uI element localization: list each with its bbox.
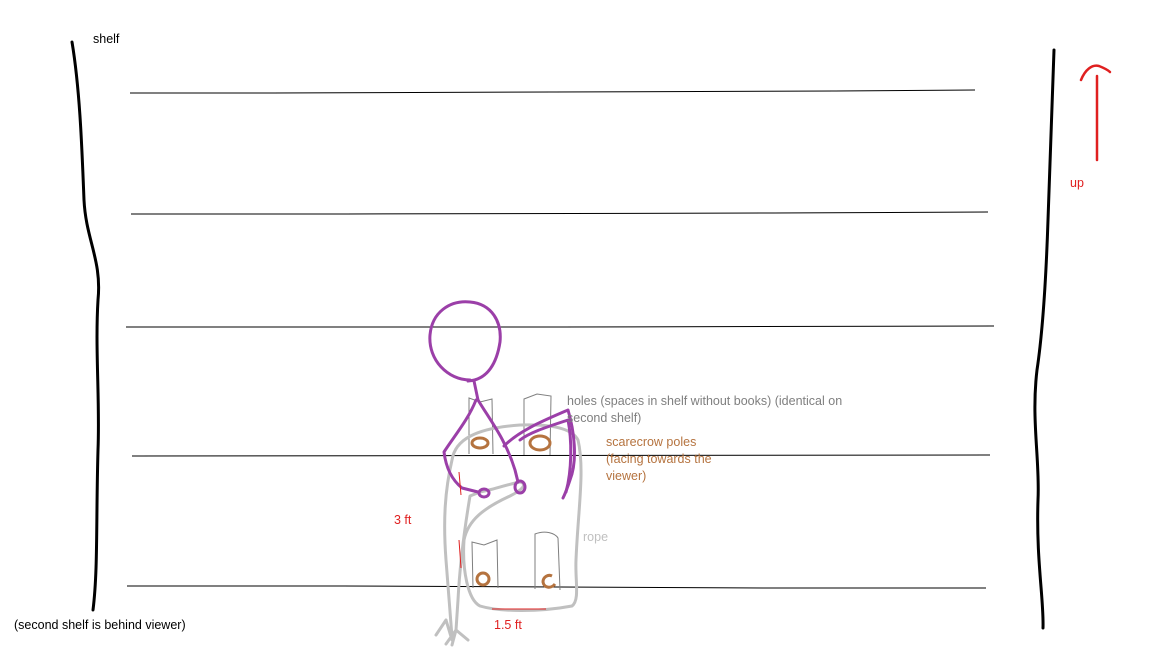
pole-lower-left xyxy=(475,571,491,587)
shelf-boards xyxy=(126,89,995,589)
left-shelf-side xyxy=(70,40,101,612)
up-arrow-icon xyxy=(1079,64,1112,162)
shelf-board-5 xyxy=(127,585,986,589)
hole-lower-left xyxy=(471,539,499,589)
figure-left-hand xyxy=(477,487,491,499)
figure-neck-body xyxy=(472,379,480,402)
figure-left-arm xyxy=(442,398,480,494)
pole-upper-right xyxy=(528,434,552,452)
height-label: 3 ft xyxy=(394,513,412,527)
stick-figure xyxy=(428,300,576,500)
shelf-board-2 xyxy=(131,211,989,215)
pole-lower-right xyxy=(541,573,557,589)
pole-upper-left xyxy=(470,436,490,450)
hole-lower-right xyxy=(534,531,561,591)
rope xyxy=(434,423,583,647)
shelf-board-3 xyxy=(126,325,995,328)
figure-middle-arm xyxy=(476,398,520,484)
shelf-label: shelf xyxy=(93,32,120,46)
height-measure-line xyxy=(458,471,462,569)
measure-marks xyxy=(458,471,546,610)
figure-wing xyxy=(518,418,573,494)
scarecrow-poles xyxy=(470,434,557,589)
shelf-board-1 xyxy=(130,89,976,94)
hole-upper-right xyxy=(523,393,552,456)
scarecrow-poles-label: scarecrow poles (facing towards the view… xyxy=(606,435,712,483)
up-label: up xyxy=(1070,176,1084,190)
figure-middle-hand xyxy=(513,479,527,495)
figure-head xyxy=(428,300,502,383)
shelf-board-4 xyxy=(131,454,991,457)
second-shelf-note: (second shelf is behind viewer) xyxy=(14,618,186,632)
holes-lower xyxy=(471,531,561,591)
holes-label: holes (spaces in shelf without books) (i… xyxy=(567,394,843,425)
right-shelf-side xyxy=(1033,48,1056,630)
width-label: 1.5 ft xyxy=(494,618,522,632)
rope-label: rope xyxy=(583,530,609,544)
